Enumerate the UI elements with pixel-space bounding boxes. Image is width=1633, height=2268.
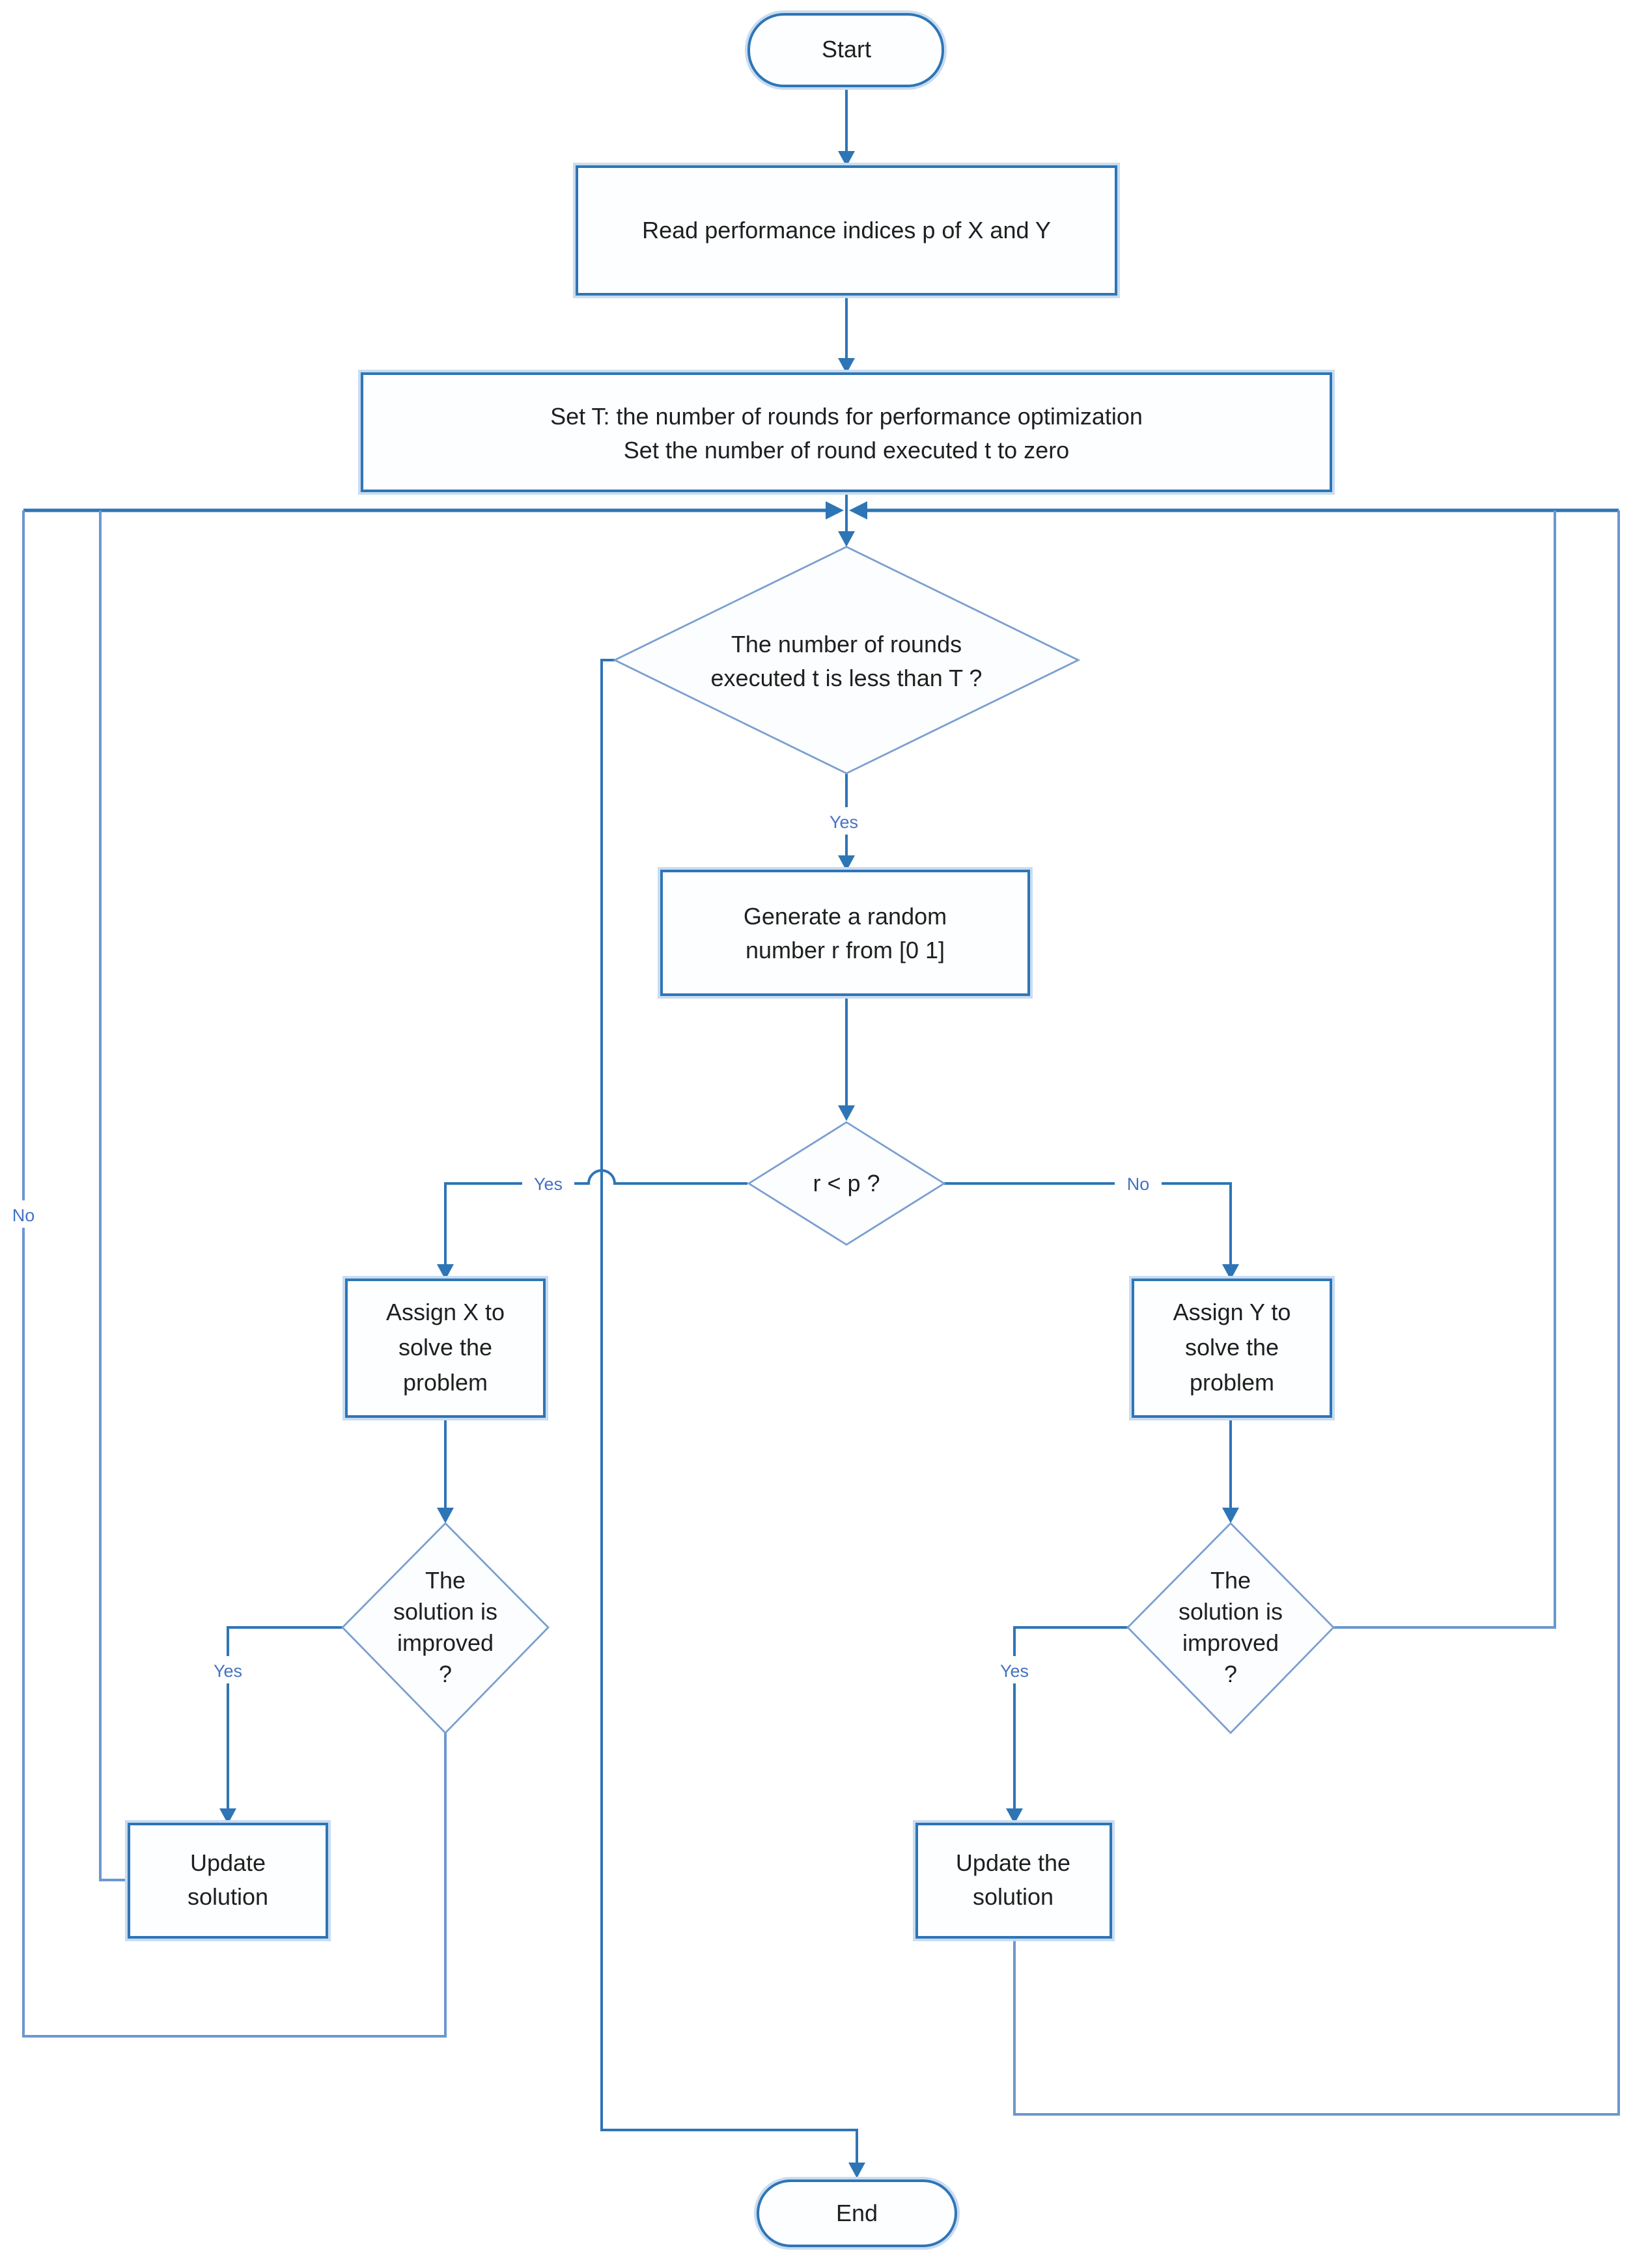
connector-roundscheck-no-end [600, 659, 858, 2163]
set-t-label-line2: Set the number of round executed t to ze… [624, 437, 1069, 463]
assign-y-label-line2: solve the [1185, 1334, 1279, 1361]
end-node: End [754, 2177, 960, 2250]
assign-x-node: Assign X to solve the problem [342, 1276, 548, 1420]
improved-left-yes-label: Yes [214, 1661, 242, 1681]
rounds-check-label-line1: The number of rounds [731, 631, 962, 657]
assign-x-shape [345, 1279, 546, 1418]
rp-no-label: No [1127, 1174, 1150, 1194]
arrowhead-into-updateright [1006, 1808, 1023, 1824]
connector-rlessp-assignx [444, 1169, 747, 1264]
update-right-shape [915, 1823, 1112, 1939]
start-label: Start [822, 36, 871, 62]
rp-yes-label: Yes [534, 1174, 563, 1194]
update-left-shape [128, 1823, 328, 1939]
arrowhead-into-improvedright [1222, 1508, 1239, 1523]
assign-x-label-line3: problem [403, 1369, 488, 1396]
end-label: End [836, 2200, 878, 2226]
rp-no-label-bg [1115, 1169, 1162, 1196]
read-node: Read performance indices p of X and Y [573, 163, 1120, 298]
assign-y-label-line1: Assign Y to [1173, 1299, 1291, 1325]
assign-y-node: Assign Y to solve the problem [1129, 1276, 1335, 1420]
connector-updateright-return [1013, 510, 1620, 2116]
improved-right-line4: ? [1224, 1661, 1237, 1687]
improved-right-line2: solution is [1179, 1598, 1283, 1625]
read-label: Read performance indices p of X and Y [642, 217, 1051, 243]
improved-left-line2: solution is [393, 1598, 497, 1625]
generate-node: Generate a random number r from [0 1] [658, 867, 1033, 999]
update-left-line1: Update [190, 1849, 266, 1876]
update-left-node: Update solution [125, 1820, 331, 1941]
improved-left-diamond [341, 1522, 550, 1735]
end-shape [757, 2179, 957, 2247]
arrowhead-into-read [838, 151, 855, 167]
update-right-line2: solution [973, 1883, 1054, 1910]
arrowhead-into-assigny [1222, 1264, 1239, 1280]
rounds-yes-label-bg [819, 807, 869, 835]
improved-right-yes-label: Yes [1000, 1661, 1029, 1681]
connectors [22, 86, 1620, 2178]
generate-label-line2: number r from [0 1] [746, 937, 945, 963]
r-less-p-diamond [747, 1121, 946, 1246]
arrowhead-merge-right [826, 501, 844, 519]
update-right-node: Update the solution [913, 1820, 1115, 1941]
arrowhead-merge-left [849, 501, 867, 519]
connector-updateleft-return [99, 510, 129, 1881]
improved-left-no-label-bg [3, 1200, 46, 1228]
assign-y-shape [1132, 1279, 1332, 1418]
arrowhead-into-roundscheck [838, 531, 855, 547]
update-left-line2: solution [188, 1883, 268, 1910]
r-less-p-label: r < p ? [813, 1170, 880, 1196]
arrowhead-into-end [848, 2163, 865, 2178]
arrowhead-into-updateleft [219, 1808, 236, 1824]
arrowhead-into-generate [838, 855, 855, 871]
connector-improvedleft-updateleft [227, 1626, 342, 1808]
edge-labels: Yes Yes No Yes Yes No [3, 807, 1162, 1683]
generate-label-line1: Generate a random [744, 903, 947, 930]
set-t-node: Set T: the number of rounds for performa… [358, 370, 1335, 495]
assign-y-label-line3: problem [1190, 1369, 1274, 1396]
improved-left-line1: The [425, 1567, 466, 1594]
arrowhead-into-improvedleft [437, 1508, 454, 1523]
set-t-label-line1: Set T: the number of rounds for performa… [550, 403, 1143, 430]
connector-improvedleft-no-return [22, 510, 447, 2038]
improved-right-yes-label-bg [990, 1656, 1039, 1683]
rounds-check-diamond [612, 546, 1081, 775]
connector-improvedright-no-return [1333, 510, 1556, 1629]
improved-left-line4: ? [439, 1661, 452, 1687]
rounds-check-node: The number of rounds executed t is less … [612, 546, 1081, 775]
improved-left-no-label: No [12, 1206, 35, 1225]
start-shape [747, 13, 944, 87]
rounds-yes-label: Yes [830, 812, 858, 832]
improved-left-line3: improved [397, 1629, 494, 1656]
arrowhead-into-rlessp [838, 1105, 855, 1121]
arrowhead-into-sett [838, 358, 855, 374]
improved-right-node: The solution is improved ? [1126, 1522, 1335, 1735]
update-right-line1: Update the [956, 1849, 1070, 1876]
generate-shape [660, 870, 1030, 996]
set-t-shape [361, 372, 1332, 492]
improved-left-yes-label-bg [203, 1656, 253, 1683]
assign-x-label-line1: Assign X to [386, 1299, 505, 1325]
assign-x-label-line2: solve the [398, 1334, 492, 1361]
rp-yes-label-bg [522, 1169, 574, 1196]
arrowhead-into-assignx [437, 1264, 454, 1280]
improved-left-node: The solution is improved ? [341, 1522, 550, 1735]
start-node: Start [745, 10, 947, 90]
read-shape [576, 165, 1117, 296]
improved-right-diamond [1126, 1522, 1335, 1735]
connector-improvedright-updateright [1013, 1626, 1128, 1808]
improved-right-line3: improved [1182, 1629, 1279, 1656]
connector-rlessp-assigny [944, 1182, 1232, 1264]
improved-right-line1: The [1210, 1567, 1251, 1594]
rounds-check-label-line2: executed t is less than T ? [711, 665, 983, 691]
r-less-p-node: r < p ? [747, 1121, 946, 1246]
